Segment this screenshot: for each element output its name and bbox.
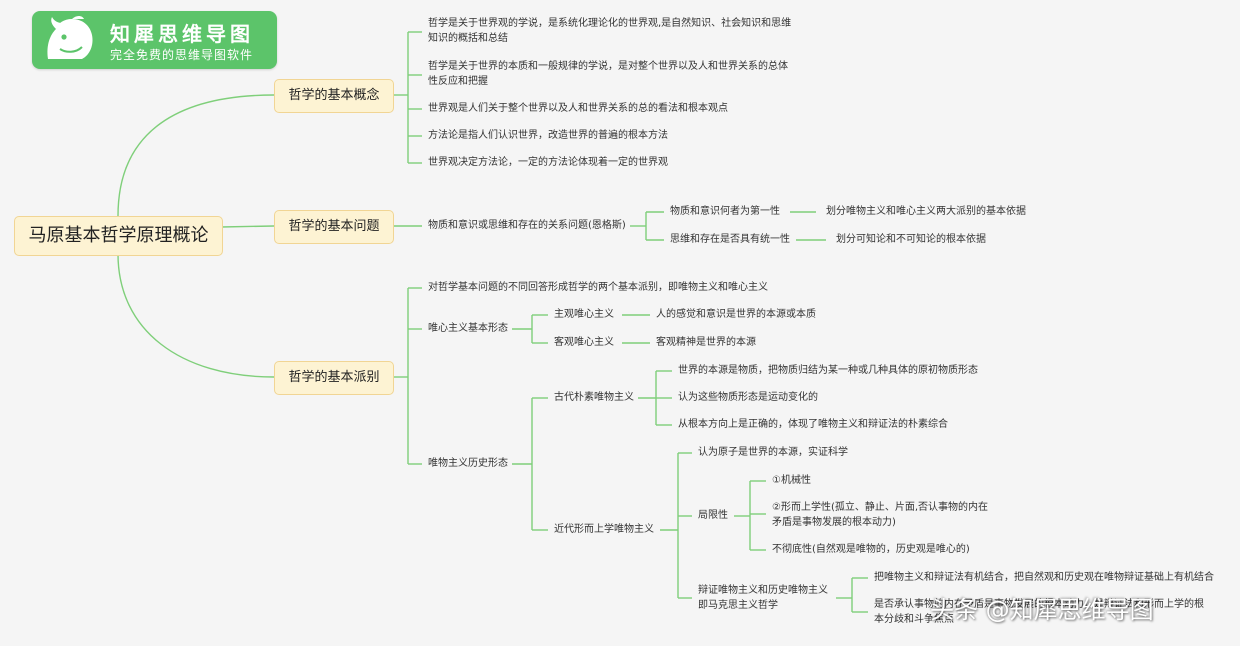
question-main[interactable]: 物质和意识或思维和存在的关系问题(恩格斯) [428,220,626,231]
ancient-materialism-label[interactable]: 古代朴素唯物主义 [554,392,634,403]
idealism-note-1[interactable]: 人的感觉和意识是世界的本源或本质 [656,309,816,320]
dialectic-label-1[interactable]: 辩证唯物主义和历史唯物主义 [698,585,828,596]
dialectic-item-2a[interactable]: 是否承认事物的内在矛盾是事物发展的根本动力，是辩证法和形而上学的根 [874,599,1204,610]
ancient-item-3[interactable]: 从根本方向上是正确的，体现了唯物主义和辩证法的朴素综合 [678,419,948,430]
ancient-item-1[interactable]: 世界的本源是物质，把物质归结为某一种或几种具体的原初物质形态 [678,365,978,376]
limitation-item-3[interactable]: 不彻底性(自然观是唯物的，历史观是唯心的) [772,544,970,555]
rhino-icon [47,16,93,59]
dialectic-item-2b[interactable]: 本分歧和斗争焦点 [874,614,954,625]
concept-item-3[interactable]: 世界观是人们关于整个世界以及人和世界关系的总的看法和根本观点 [428,103,728,114]
branch-node-concept[interactable]: 哲学的基本概念 [274,79,394,113]
branch-node-schools[interactable]: 哲学的基本派别 [274,361,394,395]
idealism-note-2[interactable]: 客观精神是世界的本源 [656,337,756,348]
idealism-label[interactable]: 唯心主义基本形态 [428,323,508,334]
limitation-item-2b[interactable]: 矛盾是事物发展的根本动力) [772,517,896,528]
concept-item-1a[interactable]: 哲学是关于世界观的学说，是系统化理论化的世界观,是自然知识、社会知识和思维 [428,18,792,29]
logo-banner: 知犀思维导图 完全免费的思维导图软件 [32,11,277,69]
question-note-2[interactable]: 划分可知论和不可知论的根本依据 [836,234,986,245]
root-node[interactable]: 马原基本哲学原理概论 [14,216,223,256]
limitation-item-2a[interactable]: ②形而上学性(孤立、静止、片面,否认事物的内在 [772,502,989,513]
concept-item-4[interactable]: 方法论是指人们认识世界，改造世界的普遍的根本方法 [428,130,668,141]
dialectic-label-2[interactable]: 即马克思主义哲学 [698,600,778,611]
concept-item-1b[interactable]: 知识的概括和总结 [428,33,508,44]
modern-materialism-label[interactable]: 近代形而上学唯物主义 [554,524,654,535]
concept-item-2b[interactable]: 性反应和把握 [428,76,488,87]
logo-title: 知犀思维导图 [110,22,254,46]
branch-node-question[interactable]: 哲学的基本问题 [274,210,394,244]
question-note-1[interactable]: 划分唯物主义和唯心主义两大派别的基本依据 [826,206,1026,217]
question-item-2[interactable]: 思维和存在是否具有统一性 [670,234,790,245]
idealism-item-subjective[interactable]: 主观唯心主义 [554,309,614,320]
ancient-item-2[interactable]: 认为这些物质形态是运动变化的 [678,392,818,403]
limitation-label[interactable]: 局限性 [698,510,728,521]
question-item-1[interactable]: 物质和意识何者为第一性 [670,206,780,217]
limitation-item-1[interactable]: ①机械性 [772,475,811,486]
watermark-text: 头条 @知犀思维导图 [930,596,1154,624]
modern-atom-item[interactable]: 认为原子是世界的本源，实证科学 [698,447,848,458]
schools-intro[interactable]: 对哲学基本问题的不同回答形成哲学的两个基本派别，即唯物主义和唯心主义 [428,282,768,293]
materialism-label[interactable]: 唯物主义历史形态 [428,458,508,469]
dialectic-item-1[interactable]: 把唯物主义和辩证法有机结合，把自然观和历史观在唯物辩证基础上有机结合 [874,572,1214,583]
idealism-item-objective[interactable]: 客观唯心主义 [554,337,614,348]
concept-item-5[interactable]: 世界观决定方法论，一定的方法论体现着一定的世界观 [428,157,668,168]
logo-subtitle: 完全免费的思维导图软件 [110,48,254,62]
concept-item-2a[interactable]: 哲学是关于世界的本质和一般规律的学说，是对整个世界以及人和世界关系的总体 [428,61,788,72]
